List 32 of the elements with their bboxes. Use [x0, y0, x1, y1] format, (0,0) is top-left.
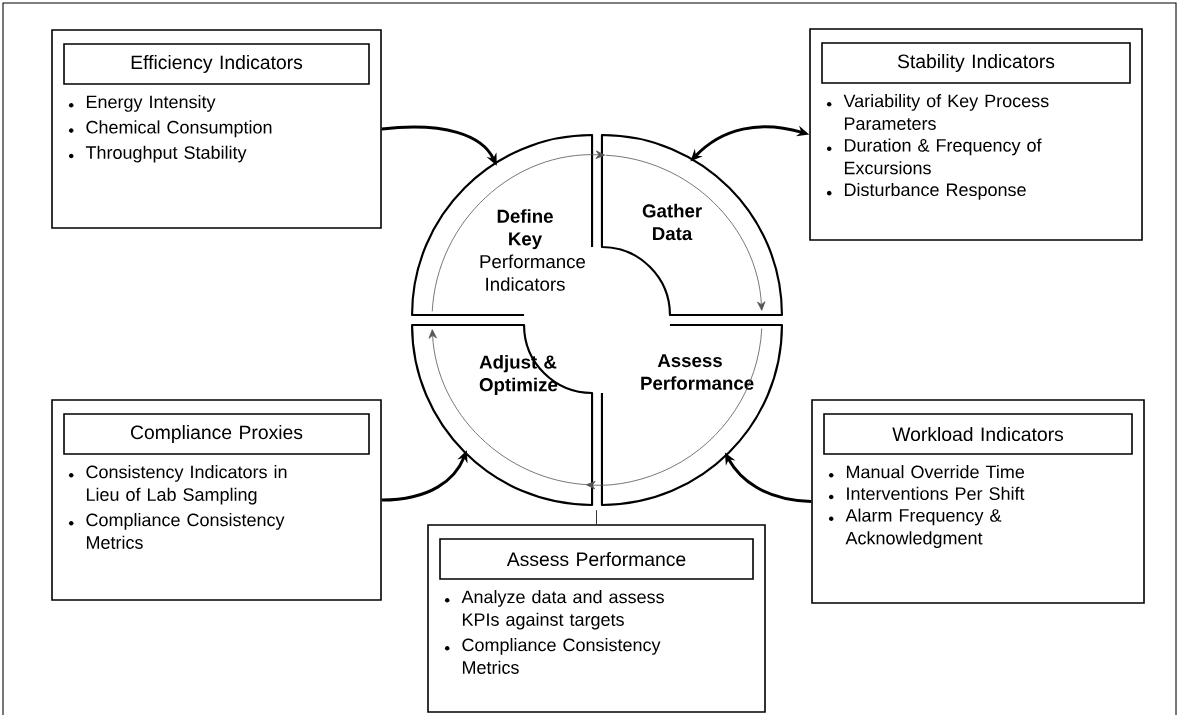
- bullet-item: Compliance Consistency Metrics: [68, 513, 285, 549]
- bullet-item: Compliance Consistency Metrics: [444, 638, 661, 674]
- cycle-arrow: [431, 150, 606, 312]
- ring-segment: Gather Data: [600, 134, 783, 317]
- bullet-item: Variability of Key Process Parameters: [826, 94, 1049, 130]
- indicator-panel: [811, 399, 1145, 604]
- panel-heading: Efficiency Indicators: [63, 43, 370, 85]
- bullet-item: Duration & Frequency of Excursions: [826, 138, 1042, 175]
- connector-line: [596, 509, 597, 525]
- ring-segment: Assess Performance: [600, 323, 783, 506]
- bullet-item: Disturbance Response: [826, 182, 1026, 200]
- bullet-item: Consistency Indicators in Lieu of Lab Sampling: [68, 465, 287, 505]
- cycle-arrow: [586, 328, 763, 490]
- bullet-item: Analyze data and assess KPIs against targets: [444, 590, 664, 630]
- bullet-item: Energy Intensity: [68, 95, 216, 112]
- panel-heading: Assess Performance: [439, 538, 754, 580]
- indicator-panel: [51, 399, 382, 601]
- bullet-item: Interventions Per Shift: [828, 486, 1025, 501]
- indicator-panel: [427, 524, 766, 713]
- panel-heading: Workload Indicators: [823, 413, 1133, 455]
- cycle-arrow: [605, 154, 766, 311]
- indicator-panel: [51, 29, 382, 229]
- ring-segment: Define Key Performance Indicators: [411, 134, 594, 317]
- bullet-item: Alarm Frequency & Acknowledgment: [828, 508, 1002, 548]
- indicator-panel: [809, 28, 1143, 241]
- bullet-item: Throughput Stability: [68, 145, 247, 163]
- bullet-item: Chemical Consumption: [68, 120, 272, 138]
- bullet-item: Manual Override Time: [828, 465, 1025, 479]
- cycle-arrow: [428, 329, 589, 486]
- ring-segment: Adjust & Optimize: [411, 323, 594, 506]
- panel-heading: Compliance Proxies: [63, 413, 370, 455]
- panel-heading: Stability Indicators: [821, 42, 1131, 84]
